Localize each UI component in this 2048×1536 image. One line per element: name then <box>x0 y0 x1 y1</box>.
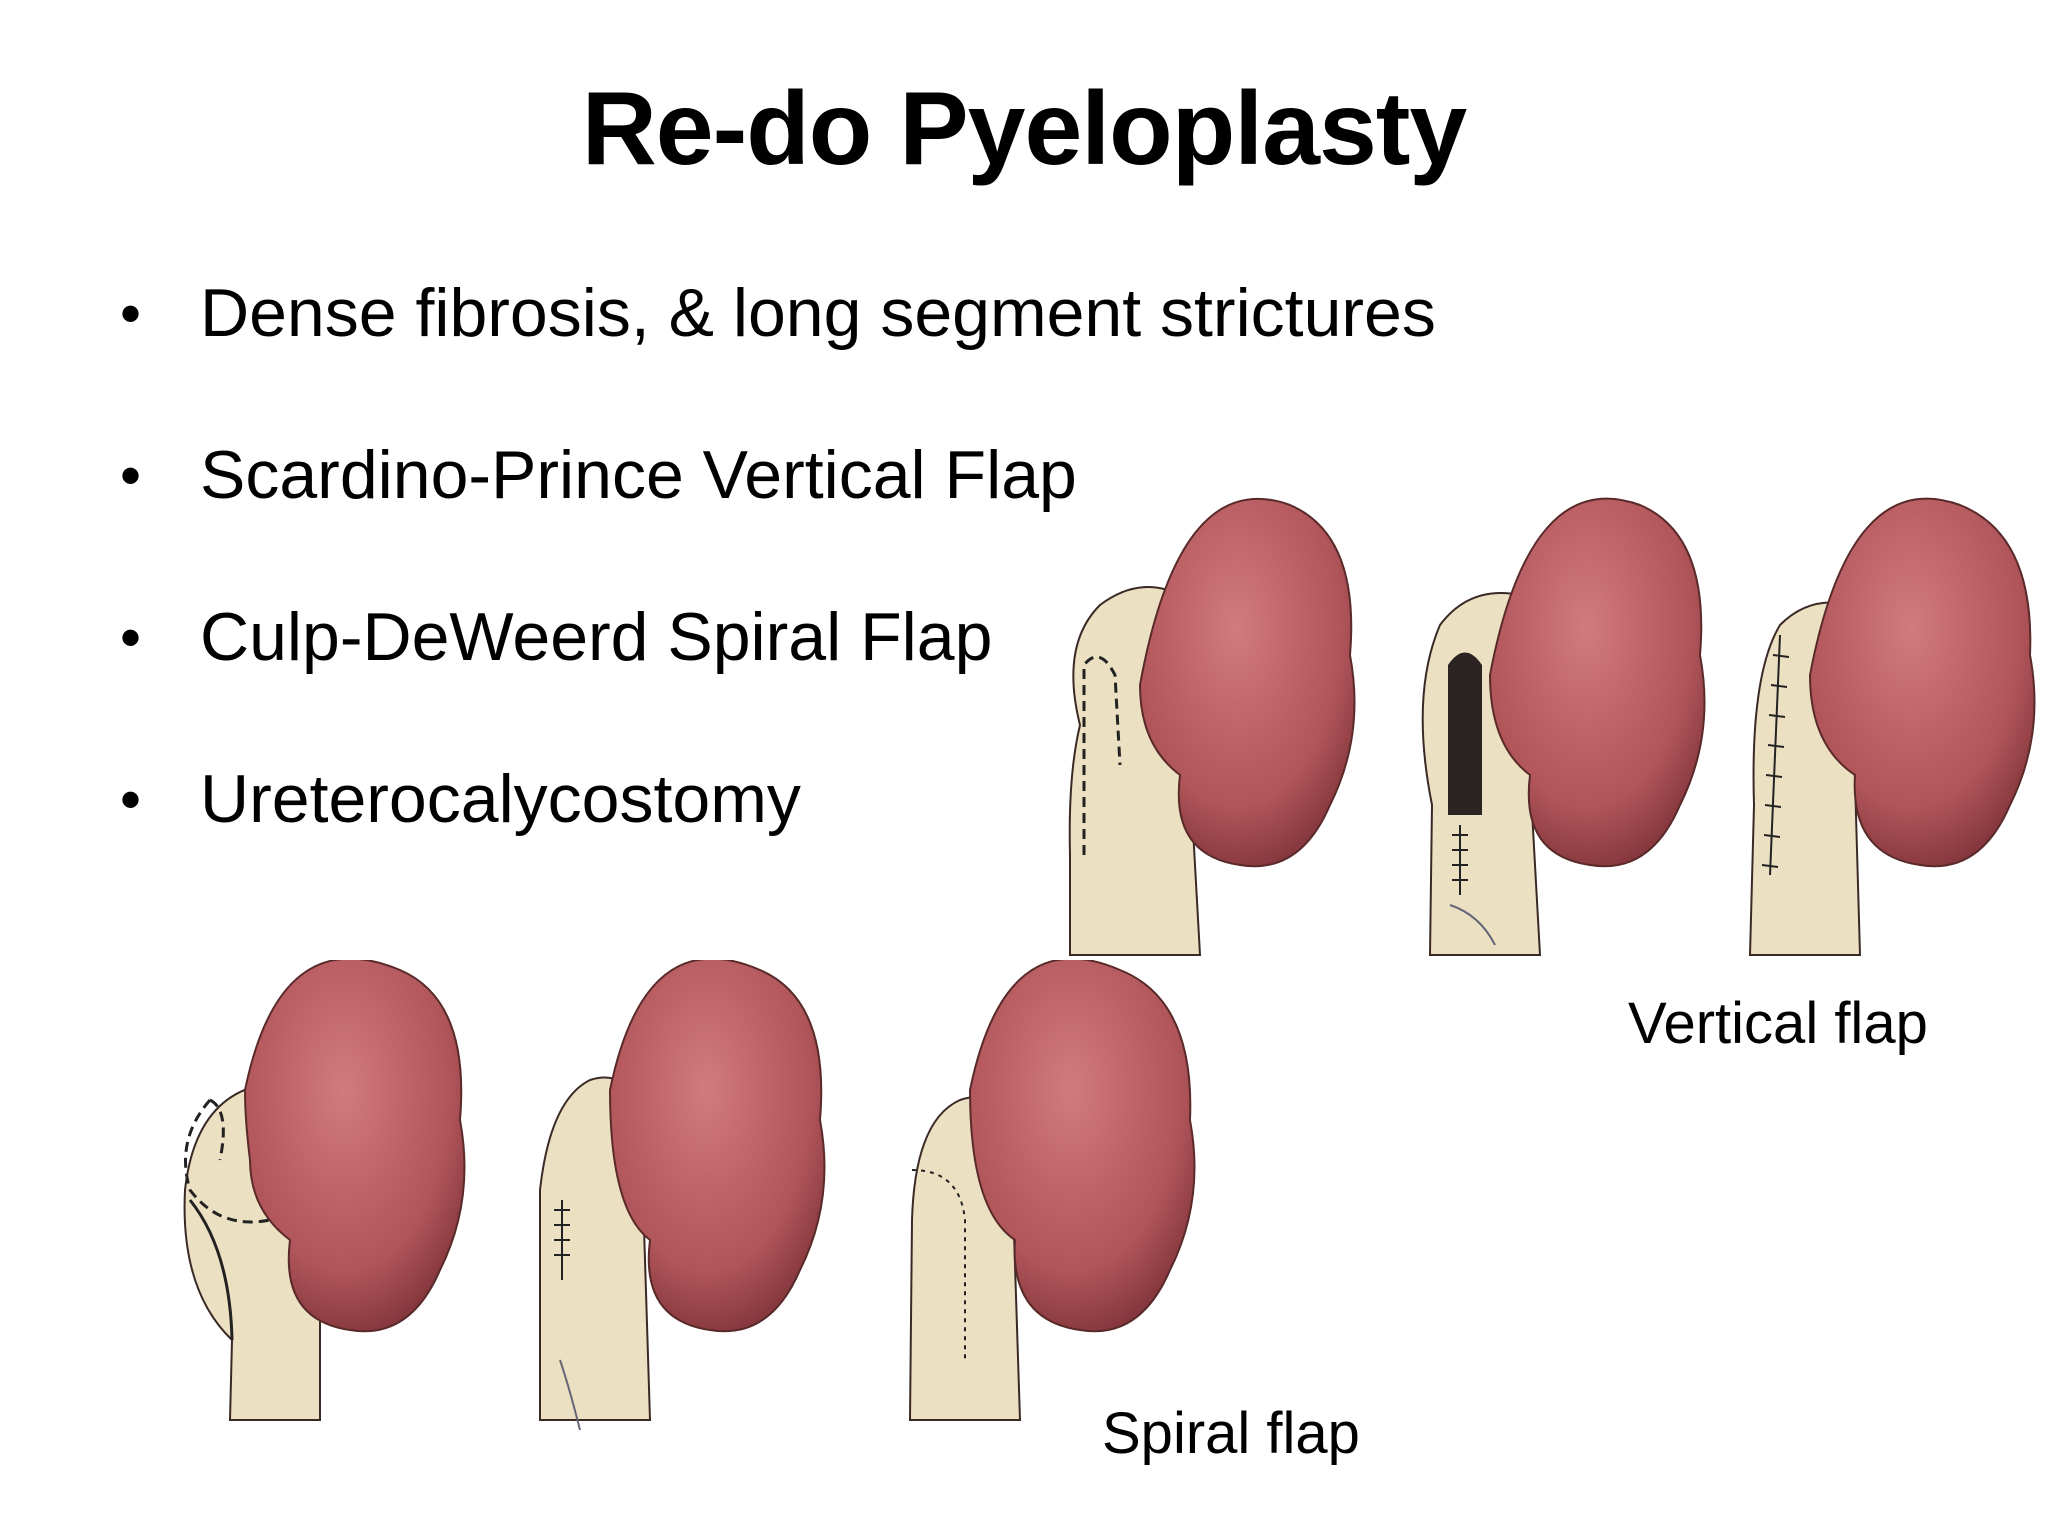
bullet-list: • Dense fibrosis, & long segment strictur… <box>120 232 1436 880</box>
kidney-step-3 <box>1748 497 2036 956</box>
caption-spiral-flap: Spiral flap <box>1102 1401 1360 1466</box>
kidney-step-2 <box>539 960 826 1431</box>
caption-vertical-flap: Vertical flap <box>1628 991 1928 1056</box>
bullet-item: • Dense fibrosis, & long segment strictur… <box>120 232 1436 394</box>
bullet-item: • Culp-DeWeerd Spiral Flap <box>120 556 1436 718</box>
page-title: Re-do Pyeloplasty <box>581 71 1468 187</box>
kidney-step-2 <box>1421 497 1706 956</box>
kidney-step-1 <box>1068 497 1356 956</box>
bullet-dot-icon: • <box>120 603 142 671</box>
bullet-item: • Scardino-Prince Vertical Flap <box>120 394 1436 556</box>
bullet-text: Culp-DeWeerd Spiral Flap <box>200 599 993 675</box>
spiral-flap-illustration <box>170 960 1210 1450</box>
bullet-dot-icon: • <box>120 441 142 509</box>
bullet-text: Dense fibrosis, & long segment stricture… <box>200 275 1436 351</box>
kidney-step-1 <box>183 960 466 1421</box>
bullet-dot-icon: • <box>120 279 142 347</box>
bullet-text: Scardino-Prince Vertical Flap <box>200 437 1077 513</box>
bullet-text: Ureterocalycostomy <box>200 761 801 837</box>
bullet-item: • Ureterocalycostomy <box>120 718 1436 880</box>
bullet-dot-icon: • <box>120 765 142 833</box>
vertical-flap-illustration <box>1060 475 2048 965</box>
kidney-step-3 <box>908 960 1196 1421</box>
